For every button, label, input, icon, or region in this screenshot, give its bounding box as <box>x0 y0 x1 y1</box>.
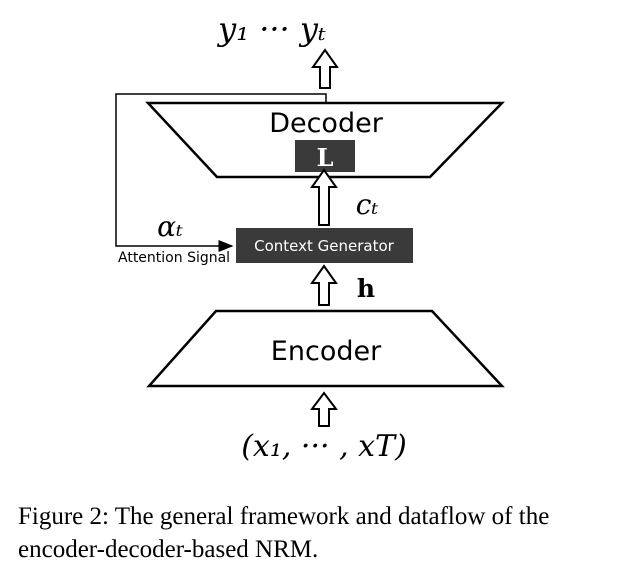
attention-feedback-line <box>115 93 327 252</box>
attention-signal-label: Attention Signal <box>118 250 230 266</box>
input-to-encoder-arrow <box>310 391 338 427</box>
encoder-block <box>146 309 505 388</box>
figure-caption: Figure 2: The general framework and data… <box>18 503 550 563</box>
context-generator-label: Context Generator <box>254 237 395 255</box>
context-vector-label: cₜ <box>356 188 379 221</box>
decoder-inner-box <box>295 140 355 172</box>
input-label: (x₁, ··· , xT) <box>241 429 407 464</box>
attention-weight-label: αₜ <box>157 210 183 243</box>
decoder-output-arrow <box>311 48 339 89</box>
encoder-label: Encoder <box>271 336 382 367</box>
context-to-decoder-arrow <box>310 168 338 226</box>
context-generator-box <box>236 228 413 263</box>
output-label: y₁ ··· yₜ <box>216 10 326 48</box>
decoder-label: Decoder <box>269 108 384 139</box>
encoder-to-context-arrow <box>310 264 338 306</box>
decoder-inner-label: L <box>317 143 334 172</box>
hidden-state-label: h <box>357 274 375 303</box>
